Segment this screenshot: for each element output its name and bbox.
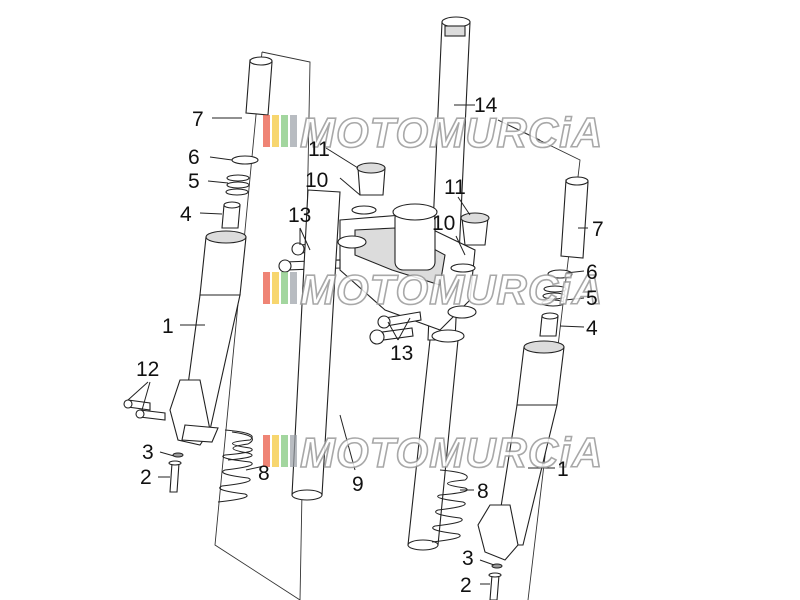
callout-2-right: 2: [460, 574, 472, 597]
callout-5-left: 5: [188, 170, 200, 193]
callout-4-right: 4: [586, 317, 598, 340]
callout-11-left: 11: [308, 138, 330, 161]
callout-2-left: 2: [140, 466, 152, 489]
callout-12: 12: [136, 358, 159, 381]
watermark-stripe-red: [263, 435, 270, 467]
callout-4-left: 4: [180, 203, 192, 226]
watermark-stripe-yellow: [272, 115, 279, 147]
callout-1-left: 1: [162, 315, 174, 338]
callout-8-left: 8: [258, 462, 270, 485]
spring-left: [217, 429, 253, 503]
watermark-text: MOTOMURCiA: [300, 109, 603, 156]
callout-11-right: 11: [444, 176, 466, 199]
callout-7-left: 7: [192, 108, 204, 131]
watermark-stripe-gray: [290, 115, 297, 147]
watermark-text: MOTOMURCiA: [300, 266, 603, 313]
callout-9: 9: [352, 473, 364, 496]
watermark-middle: MOTOMURCiA: [263, 265, 603, 314]
watermark-bottom: MOTOMURCiA: [263, 428, 603, 477]
triple-clamp: [337, 203, 477, 331]
bushing-right: [450, 212, 490, 273]
leader-lines: [127, 104, 588, 585]
watermark-stripe-yellow: [272, 272, 279, 304]
watermark-stripe-red: [263, 115, 270, 147]
watermark-stripe-green: [281, 115, 288, 147]
watermark-stripe-green: [281, 435, 288, 467]
watermark-stripe-gray: [290, 435, 297, 467]
callout-5-right: 5: [586, 287, 598, 310]
spring-right: [431, 469, 468, 543]
fork-right: [477, 176, 589, 600]
callout-10-right: 10: [432, 212, 455, 235]
callout-labels: 7 6 5 4 1 12 3 2 8 9 11 10 13 13 14 11 1…: [136, 94, 604, 597]
callout-13-upper: 13: [288, 204, 311, 227]
callout-8-right: 8: [477, 480, 489, 503]
callout-13-lower: 13: [390, 342, 413, 365]
watermark-stripe-red: [263, 272, 270, 304]
bolts-lower: [369, 311, 422, 345]
callout-10-left: 10: [305, 169, 328, 192]
callout-6-left: 6: [188, 146, 200, 169]
bushing-left: [351, 162, 386, 215]
callout-14: 14: [474, 94, 498, 117]
callout-3-left: 3: [142, 441, 154, 464]
watermark-top: MOTOMURCiA: [263, 108, 603, 157]
callout-3-right: 3: [462, 547, 474, 570]
callout-7-right: 7: [592, 218, 604, 241]
watermark-stripe-green: [281, 272, 288, 304]
callout-1-right: 1: [557, 458, 569, 481]
inner-tube: [291, 189, 341, 501]
watermark-stripe-yellow: [272, 435, 279, 467]
callout-6-right: 6: [586, 261, 598, 284]
fork-left: [123, 56, 273, 493]
watermark-stripe-gray: [290, 272, 297, 304]
watermark-text: MOTOMURCiA: [300, 429, 603, 476]
